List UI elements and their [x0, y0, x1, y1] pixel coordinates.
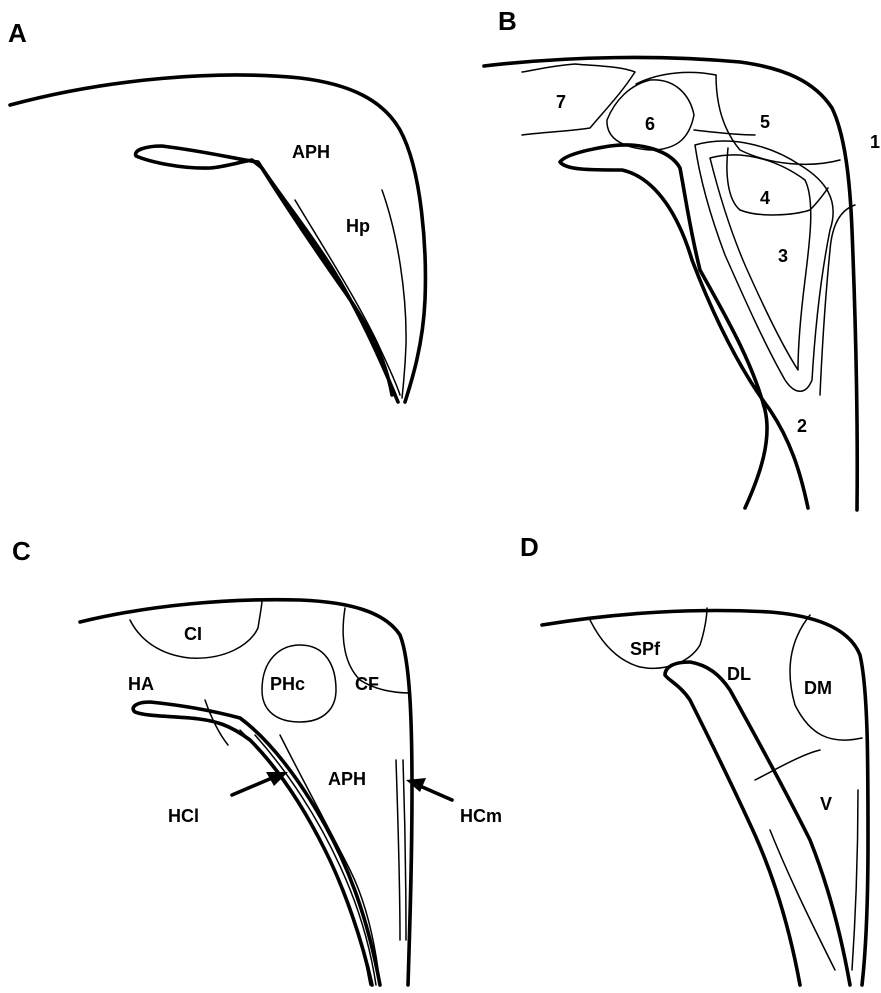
panel-d-ventricle-outline: [665, 662, 850, 985]
label-2: 2: [797, 416, 807, 436]
panel-a: A APH Hp: [8, 18, 425, 402]
panel-c: C CI HA PHc CF APH HCl HCm: [12, 536, 502, 985]
label-aph: APH: [328, 769, 366, 789]
label-hcm: HCm: [460, 806, 502, 826]
panel-c-ventricle-outline: [133, 702, 380, 985]
panel-a-letter: A: [8, 18, 27, 48]
panel-d-region-v-medial: [852, 790, 858, 970]
panel-b-region-4: [727, 148, 828, 215]
panel-b-ventricle-outline: [560, 145, 808, 508]
panel-c-hcm-lines: [396, 760, 406, 940]
label-7: 7: [556, 92, 566, 112]
label-6: 6: [645, 114, 655, 134]
label-hp: Hp: [346, 216, 370, 236]
panel-b-dorsal-surface: [484, 57, 857, 510]
panel-c-dorsal-surface: [80, 600, 412, 985]
panel-c-letter: C: [12, 536, 31, 566]
label-hcl: HCl: [168, 806, 199, 826]
label-ci: CI: [184, 624, 202, 644]
label-4: 4: [760, 188, 770, 208]
label-v: V: [820, 794, 832, 814]
panel-b-region-2: [820, 205, 855, 395]
label-phc: PHc: [270, 674, 305, 694]
label-ha: HA: [128, 674, 154, 694]
panel-d: D SPf DL DM V: [520, 532, 868, 985]
panel-b: B 7 6 5 4 3 2 1: [484, 6, 880, 510]
label-spf: SPf: [630, 639, 661, 659]
panel-b-region-5: [716, 75, 840, 164]
label-aph: APH: [292, 142, 330, 162]
panel-b-letter: B: [498, 6, 517, 36]
label-5: 5: [760, 112, 770, 132]
panel-b-region-7: [522, 64, 635, 135]
label-1: 1: [870, 132, 880, 152]
panel-c-hcm-arrowhead: [406, 778, 426, 792]
panel-a-ventricle-outline: [136, 146, 398, 402]
panel-c-hcl-arrow: [232, 778, 272, 795]
panel-a-dorsal-surface: [10, 75, 425, 402]
label-3: 3: [778, 246, 788, 266]
panel-c-hcm-arrow: [420, 786, 452, 800]
label-cf: CF: [355, 674, 379, 694]
label-dm: DM: [804, 678, 832, 698]
panel-d-letter: D: [520, 532, 539, 562]
label-dl: DL: [727, 664, 751, 684]
